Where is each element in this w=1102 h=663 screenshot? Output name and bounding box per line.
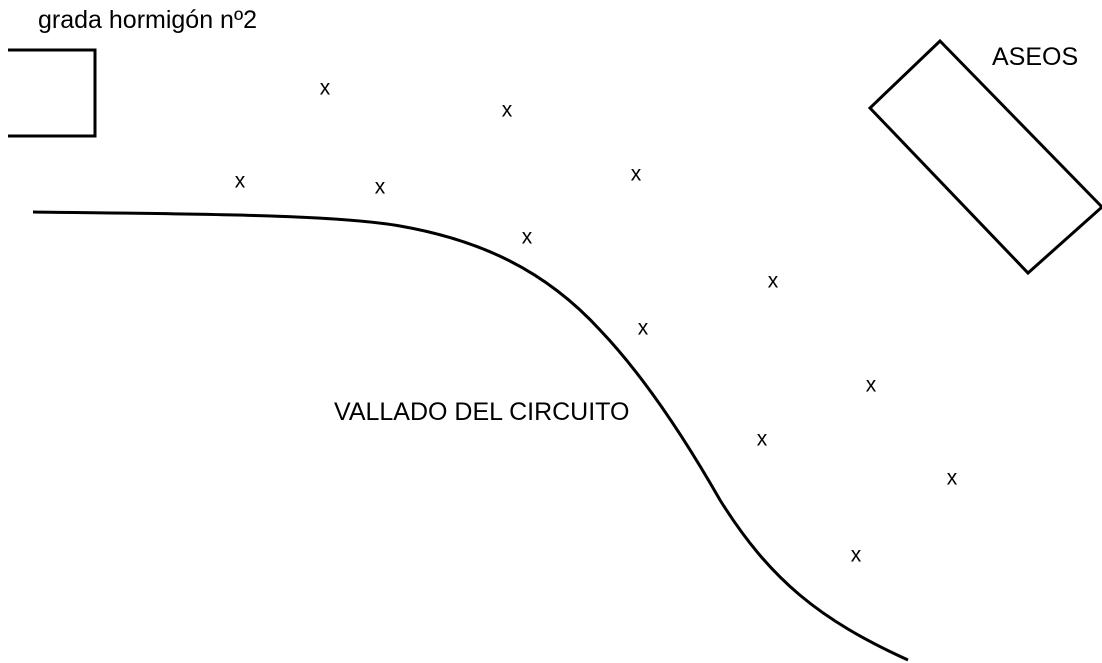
circuit-fence-line <box>32 210 909 662</box>
x-marker: x <box>850 543 862 567</box>
x-marker: x <box>865 373 877 397</box>
aseos-building-outline <box>867 38 1102 276</box>
x-marker: x <box>319 76 331 100</box>
x-marker: x <box>374 175 386 199</box>
x-marker: x <box>767 269 779 293</box>
x-marker: x <box>234 169 246 193</box>
x-marker: x <box>756 427 768 451</box>
x-marker: x <box>501 98 513 122</box>
x-marker: x <box>521 225 533 249</box>
aseos-label: ASEOS <box>992 43 1079 71</box>
x-marker: x <box>630 162 642 186</box>
vallado-label: VALLADO DEL CIRCUITO <box>334 398 630 426</box>
grada-outline <box>8 48 97 138</box>
x-marker: x <box>637 316 649 340</box>
x-marker: x <box>946 466 958 490</box>
grada-label: grada hormigón nº2 <box>38 6 257 34</box>
